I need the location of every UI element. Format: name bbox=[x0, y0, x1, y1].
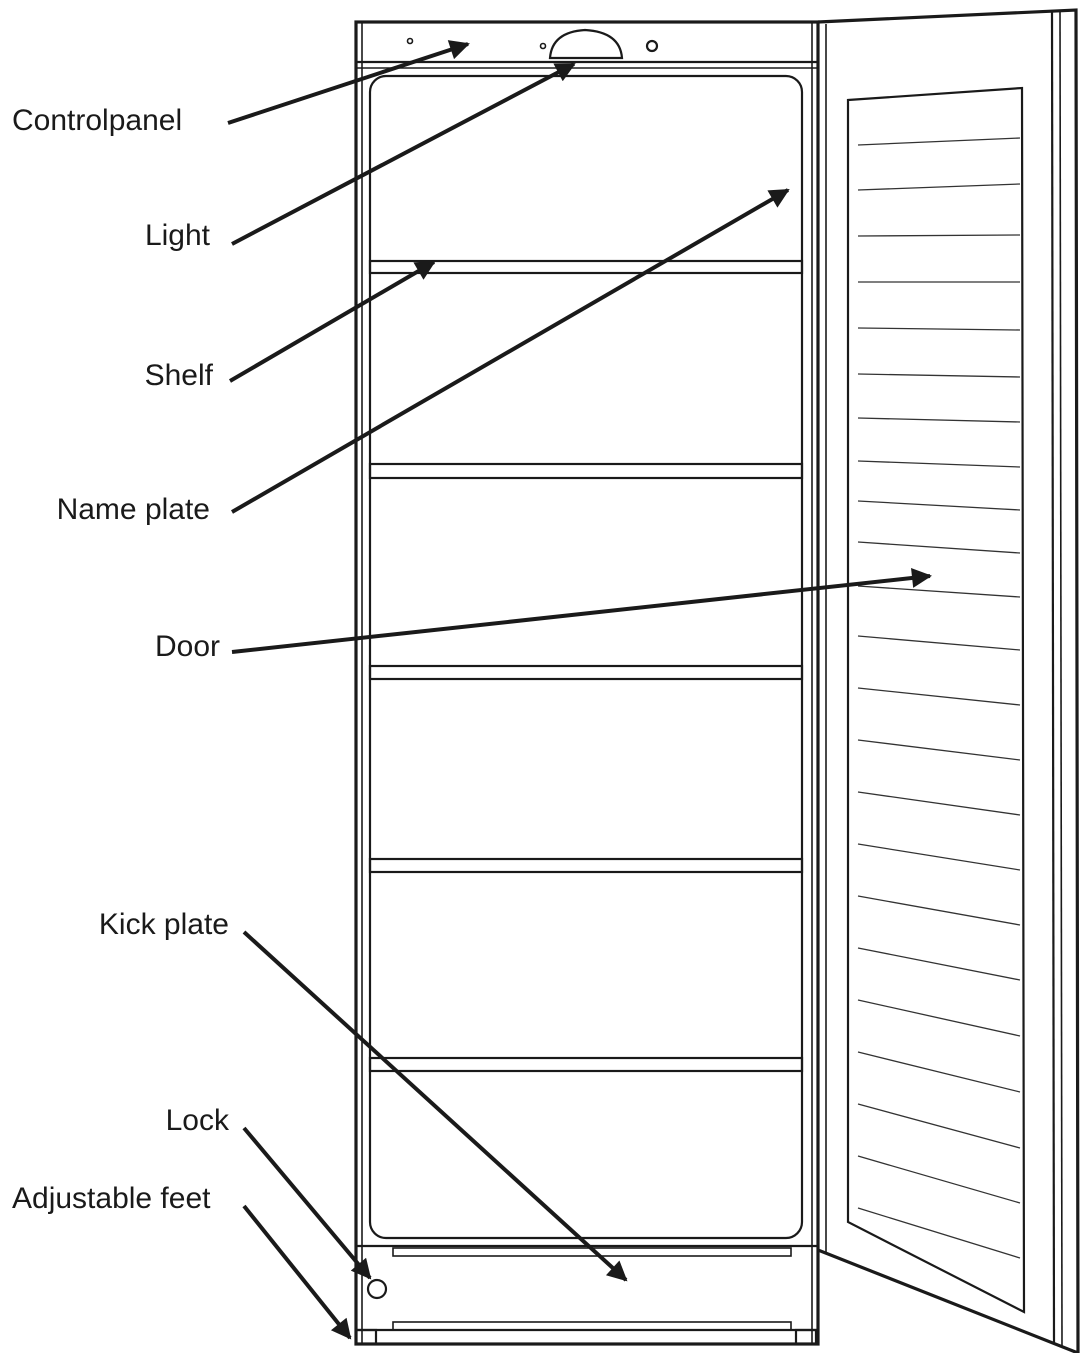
arrow-name-plate bbox=[230, 188, 790, 514]
arrow-kick-plate bbox=[242, 930, 628, 1282]
label-adjustable-feet: Adjustable feet bbox=[12, 1182, 211, 1215]
shelf bbox=[368, 664, 804, 681]
control-panel bbox=[356, 37, 818, 69]
cabinet bbox=[354, 20, 820, 1346]
door-slats bbox=[857, 137, 1021, 1259]
arrow-door bbox=[231, 568, 932, 654]
arrow-adjustable-feet bbox=[242, 1204, 352, 1340]
adjustable-foot-left bbox=[354, 1328, 378, 1346]
door-inner-panel bbox=[846, 86, 1026, 1314]
door bbox=[817, 8, 1080, 1353]
arrow-light bbox=[231, 62, 576, 246]
light-fixture bbox=[548, 28, 624, 60]
arrow-controlpanel bbox=[227, 40, 470, 125]
adjustable-foot-right bbox=[794, 1328, 818, 1346]
label-shelf: Shelf bbox=[145, 359, 214, 392]
shelves bbox=[368, 259, 804, 1073]
label-controlpanel: Controlpanel bbox=[12, 104, 182, 137]
inner-liner bbox=[368, 74, 804, 1240]
shelf bbox=[368, 857, 804, 874]
label-door: Door bbox=[155, 630, 220, 663]
label-light: Light bbox=[145, 219, 211, 252]
cabinet-outline bbox=[354, 20, 820, 1346]
shelf bbox=[368, 259, 804, 275]
kick-plate bbox=[356, 1244, 818, 1332]
shelf bbox=[368, 1056, 804, 1073]
arrow-shelf bbox=[228, 260, 436, 383]
indicator-dot bbox=[406, 37, 414, 45]
control-knob bbox=[645, 39, 659, 53]
label-kick-plate: Kick plate bbox=[99, 908, 229, 941]
door-outline bbox=[817, 8, 1080, 1353]
label-name-plate: Name plate bbox=[57, 493, 210, 526]
arrow-lock bbox=[242, 1126, 372, 1280]
label-lock: Lock bbox=[166, 1104, 230, 1137]
leader-arrows bbox=[227, 40, 932, 1340]
shelf bbox=[368, 462, 804, 480]
lock-icon bbox=[366, 1278, 388, 1300]
labels: Controlpanel Light Shelf Name plate Door… bbox=[12, 104, 230, 1215]
